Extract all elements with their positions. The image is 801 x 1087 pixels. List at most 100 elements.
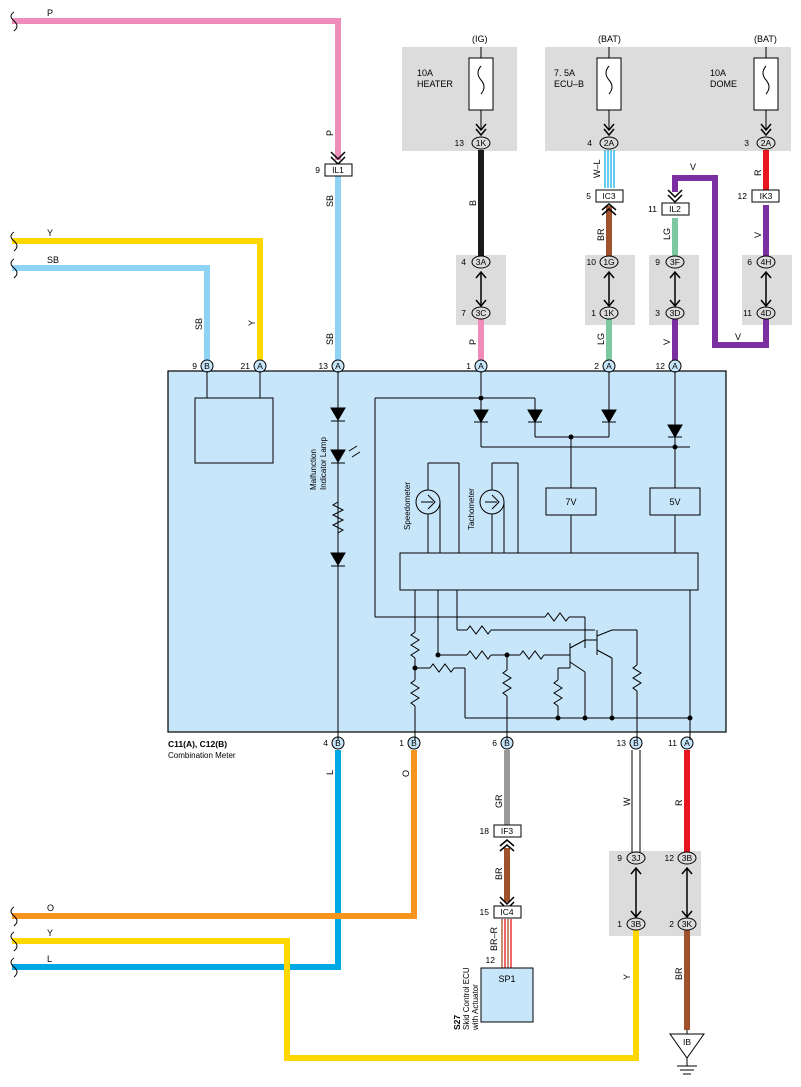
ground-ib: IB [669,1030,705,1075]
meter-ic [399,552,699,591]
svg-text:IC3: IC3 [602,191,616,201]
meter-pin: A11 [668,736,694,750]
fuse-heater-amp: 10A [417,68,433,78]
svg-text:V: V [662,339,672,345]
meter-pin-letter: A [478,361,484,371]
svg-text:P: P [468,339,478,345]
svg-text:4: 4 [587,138,592,148]
svg-text:LG: LG [662,228,672,240]
svg-text:18: 18 [480,826,490,836]
meter-name-code: C11(A), C12(B) [168,739,227,749]
tachometer-gauge [479,462,519,553]
svg-text:9: 9 [315,165,320,175]
svg-text:O: O [401,770,411,777]
fuse-block-ecub-dome [545,47,791,151]
svg-text:B: B [468,200,478,206]
svg-text:R: R [753,169,763,176]
junction-1g: 1G 10 [587,255,619,269]
meter-pin-number: 2 [594,361,599,371]
junction-3a: 3A 4 [461,255,491,269]
svg-text:SB: SB [325,195,335,207]
connector-ic4: IC4 15 [480,896,522,919]
svg-text:15: 15 [480,907,490,917]
meter-pin: A13 [319,359,345,373]
mil-label-1: Malfunction [309,449,318,490]
wire-labels: P SB SB SB Y B P W–L BR LG LG V V V R V … [194,130,763,980]
meter-pin: B13 [617,736,643,750]
svg-text:2A: 2A [604,138,615,148]
svg-text:3C: 3C [476,308,487,318]
svg-text:4D: 4D [761,308,772,318]
wire-o-out [12,750,417,919]
svg-text:2A: 2A [761,138,772,148]
ecu-name-1: Skid Control ECU [462,967,471,1030]
junction-3b-bot: 3B 1 [617,917,646,931]
fuse-ecub: (BAT) 7. 5A ECU–B [554,34,622,130]
svg-text:4H: 4H [761,257,772,267]
junction-3c: 3C 7 [461,306,491,320]
fuse-dome: (BAT) 10A DOME [710,34,779,130]
meter-pin-number: 6 [492,738,497,748]
fuse-dome-name: DOME [710,79,737,89]
junction-2a-dome: 2A 3 [744,136,776,150]
wire-l-out [12,750,341,970]
connector-ik3: IK3 12 [738,189,780,203]
wire-p-top [12,18,341,160]
edge-markers [10,11,18,978]
meter-pin-letter: B [335,738,341,748]
svg-text:IF3: IF3 [501,826,514,836]
ecu-name-2: with Actuator [471,984,480,1031]
svg-text:IK3: IK3 [760,191,773,201]
svg-text:3A: 3A [476,257,487,267]
fuse-dome-amp: 10A [710,68,726,78]
meter-pin: B4 [323,736,345,750]
meter-pin: B9 [192,359,214,373]
edge-label-sb: SB [47,255,59,265]
tachometer-label: Tachometer [467,488,476,530]
svg-text:12: 12 [738,191,748,201]
meter-pin-number: 13 [617,738,627,748]
svg-text:BR: BR [494,867,504,880]
fuse-heater-name: HEATER [417,79,453,89]
svg-text:SB: SB [325,333,335,345]
power-bat2-label: (BAT) [754,34,777,44]
edge-label-y: Y [47,228,53,238]
mil-label-2: Indicator Lamp [319,437,328,490]
connector-if3: IF3 18 [480,824,522,852]
meter-pin-number: 4 [323,738,328,748]
svg-text:1: 1 [591,308,596,318]
ecu-code: S27 [452,1015,462,1030]
svg-text:BR: BR [674,967,684,980]
meter-pin-letter: B [204,361,210,371]
svg-text:IL1: IL1 [332,165,344,175]
skid-control-ecu: SP1 12 [480,955,534,1023]
wire-w-out [631,750,641,852]
svg-text:5V: 5V [669,497,680,507]
svg-text:1K: 1K [476,138,487,148]
svg-text:3B: 3B [682,853,693,863]
wire-y-out [12,930,639,1061]
svg-text:IL2: IL2 [669,204,681,214]
junction-3k: 3K 2 [669,917,697,931]
junction-4h: 4H 6 [747,255,776,269]
meter-pin-number: 1 [466,361,471,371]
svg-text:3B: 3B [631,919,642,929]
edge-label-p: P [47,8,53,18]
meter-pin-letter: B [504,738,510,748]
junction-3f: 3F 9 [655,255,685,269]
svg-text:10: 10 [587,257,597,267]
meter-pin-letter: A [257,361,263,371]
meter-pin: B1 [399,736,421,750]
junction-2a-ecub: 2A 4 [587,136,619,150]
meter-pin-number: 21 [241,361,251,371]
svg-text:LG: LG [596,333,606,345]
svg-text:V: V [753,232,763,238]
svg-text:R: R [674,799,684,806]
junction-4d: 4D 11 [743,306,776,320]
svg-text:W–L: W–L [592,159,602,178]
meter-pin-ring [629,736,643,750]
svg-text:9: 9 [655,257,660,267]
